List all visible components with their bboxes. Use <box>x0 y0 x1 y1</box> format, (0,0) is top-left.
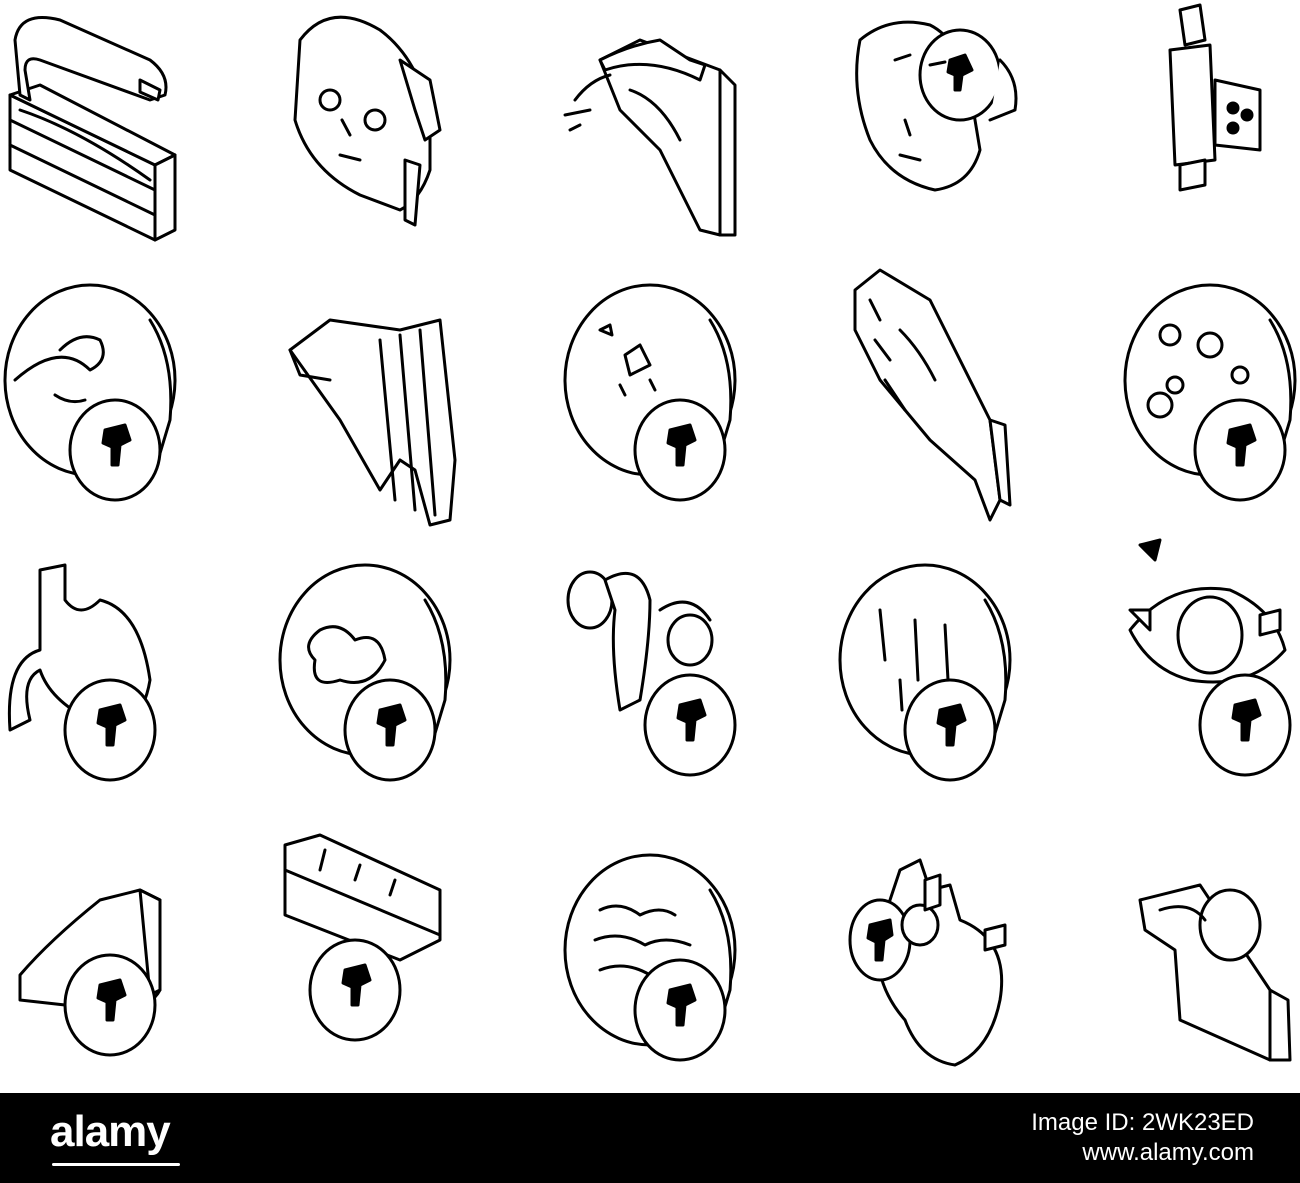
stomach-icon <box>7 563 157 782</box>
face-profile-icon <box>855 20 1018 192</box>
plug-device-icon <box>1168 3 1262 192</box>
skin-circle-wrinkles-icon <box>563 853 737 1062</box>
epilator-device-icon <box>853 268 1012 522</box>
face-mask-icon <box>293 15 442 227</box>
leg-icon <box>18 888 162 1057</box>
brand-logo[interactable]: alamy <box>50 1107 171 1156</box>
image-id-label: Image ID: 2WK23ED <box>1031 1109 1254 1136</box>
iron-device-icon <box>8 16 177 242</box>
icon-set-canvas <box>3 3 1297 1067</box>
skin-circle-rings-icon <box>1123 283 1297 502</box>
hair-comb-icon <box>288 318 457 527</box>
site-url-link[interactable]: www.alamy.com <box>1082 1139 1254 1166</box>
skin-circle-spots-icon <box>563 283 737 502</box>
teeth-icon <box>283 833 442 1042</box>
skin-circle-blot-icon <box>278 563 452 782</box>
footer-bar: alamy Image ID: 2WK23ED www.alamy.com <box>0 1093 1300 1183</box>
icon-set-svg <box>3 3 1297 1067</box>
skin-circle-hairs-icon <box>838 563 1012 782</box>
hand-tool-icon <box>563 38 737 237</box>
brand-underline <box>52 1163 180 1166</box>
underarm-icon <box>1138 883 1292 1062</box>
skin-circle-vessel-icon <box>3 283 177 502</box>
eye-icon <box>1128 538 1292 777</box>
heart-icon <box>848 858 1007 1067</box>
ear-device-icon <box>566 570 737 777</box>
